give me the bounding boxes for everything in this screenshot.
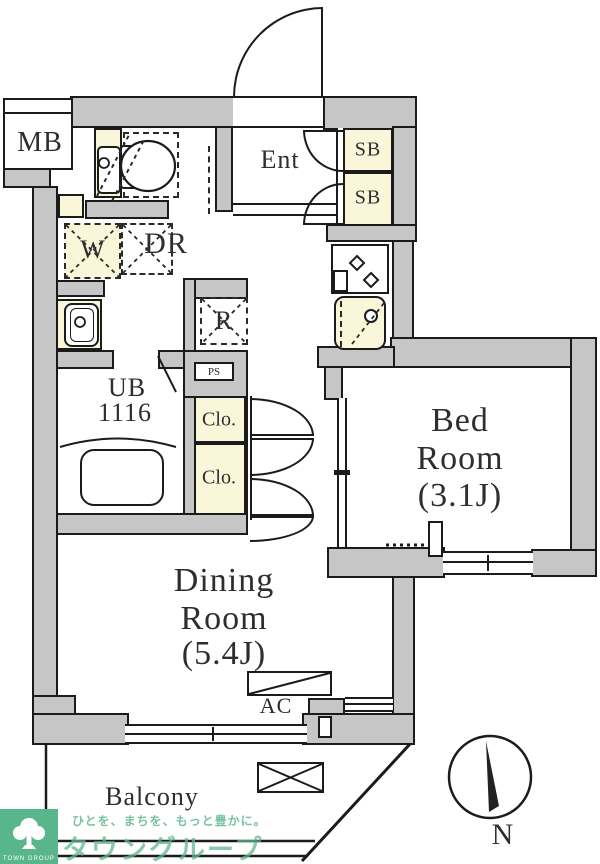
label-bedroom-line1: Bed	[431, 402, 489, 439]
mb-niche	[3, 98, 73, 114]
washer-space-2	[121, 223, 173, 275]
label-ent: Ent	[260, 145, 300, 174]
wall-bottom-left-block	[32, 713, 129, 745]
wall-left-main	[32, 186, 58, 715]
wall-below-toilet	[85, 200, 169, 219]
balcony-vent-box	[257, 762, 324, 793]
wall-stub-bedroom-left	[324, 366, 343, 400]
closet-door-1	[250, 398, 314, 436]
pipe-space-box	[194, 362, 234, 381]
stove-grill	[333, 270, 348, 292]
wall-kitchen-right	[392, 240, 414, 342]
wall-entrance-right	[392, 126, 417, 230]
label-dr: DR	[144, 227, 188, 260]
dining-window-tick	[212, 727, 214, 741]
sink-dashed-line	[340, 301, 342, 347]
entrance-door-arc	[233, 7, 323, 97]
label-fridge: R	[214, 306, 234, 335]
shoe-box-2	[343, 172, 393, 226]
wall-top-toilet	[70, 96, 235, 128]
bedroom-wall-stub	[428, 521, 443, 557]
label-ps: PS	[207, 366, 221, 378]
mb-room	[3, 112, 73, 170]
label-bedroom-line2: Room	[416, 440, 504, 477]
closet-door-4	[250, 516, 314, 542]
wall-dining-right	[392, 576, 415, 715]
shoe-box-1	[343, 128, 393, 172]
washbasin-inner	[70, 308, 94, 342]
town-group-logo-text: TOWN GROUP	[3, 856, 55, 862]
label-ub-line2: 1116	[97, 398, 153, 427]
wall-washnook-top	[56, 280, 105, 297]
hall-cabinet	[58, 194, 84, 218]
shoebox-door-1	[303, 130, 343, 172]
closet-1-box	[194, 396, 246, 443]
bathtub	[80, 449, 164, 506]
wall-bottom-left-step	[32, 695, 76, 715]
toilet-clearance	[123, 132, 179, 198]
town-group-logo: TOWN GROUP	[0, 809, 58, 864]
toilet-tank	[97, 146, 121, 194]
watermark-slogan: ひとを、まちを、もっと豊かに。	[72, 814, 267, 828]
label-balcony: Balcony	[105, 782, 199, 811]
entrance-threshold	[233, 96, 323, 128]
watermark-brand: タウングループ	[62, 835, 264, 864]
wall-bedroom-top	[390, 337, 597, 368]
wall-bedroom-right	[570, 337, 597, 551]
label-ub-line1: UB	[107, 373, 147, 402]
wall-bottom-right-block	[302, 713, 415, 745]
fridge-space	[200, 297, 248, 345]
dining-right-window-sash	[345, 703, 393, 705]
wall-ub-top-left	[56, 350, 114, 369]
hall-dashed-line	[208, 146, 210, 214]
pillar-hole	[318, 716, 332, 738]
label-washer: W	[80, 235, 106, 264]
compass-needle	[486, 741, 499, 812]
wall-top-right	[323, 96, 417, 130]
compass-circle	[447, 734, 533, 820]
closet-door-2	[250, 438, 314, 476]
bath-curve	[59, 437, 177, 448]
label-ac: AC	[259, 693, 293, 718]
label-mb: MB	[17, 127, 63, 158]
bedroom-window-tick	[487, 555, 489, 571]
wall-mb-bottom	[3, 168, 51, 188]
shoebox-door-2	[303, 183, 343, 225]
label-dining-line3: (5.4J)	[181, 635, 267, 672]
closet-2-box	[194, 443, 246, 515]
wall-bedroom-bottom-right	[531, 549, 597, 577]
wall-toilet-right	[215, 126, 233, 212]
label-sb-1: SB	[354, 138, 382, 161]
wall-under-bedroom	[327, 547, 445, 578]
label-dining-line1: Dining	[173, 562, 275, 599]
closet-door-3	[250, 478, 314, 516]
label-north: N	[491, 818, 515, 851]
label-bedroom-line3: (3.1J)	[417, 477, 503, 514]
label-closet-2: Clo.	[202, 466, 236, 489]
label-closet-1: Clo.	[202, 408, 236, 431]
wall-ac-step	[308, 698, 345, 715]
label-dining-line2: Room	[180, 600, 268, 637]
wall-below-bath	[56, 513, 248, 535]
partition-tick	[334, 470, 350, 475]
dining-window-sash	[125, 733, 307, 735]
label-sb-2: SB	[354, 186, 382, 209]
